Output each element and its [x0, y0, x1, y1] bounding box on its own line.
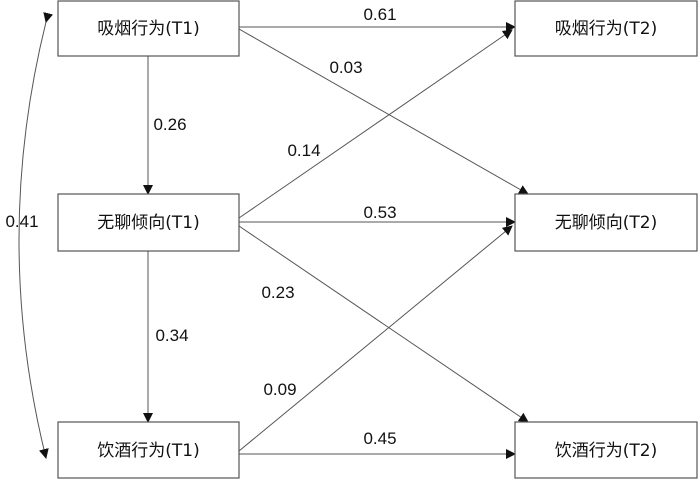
node-label: 无聊倾向(T2) — [555, 213, 657, 233]
node-label: 饮酒行为(T2) — [555, 441, 657, 461]
correlation-boredom-drinking-t1: 0.34 — [155, 326, 188, 345]
node-label: 饮酒行为(T1) — [97, 441, 199, 461]
node-drinking-t1: 饮酒行为(T1) — [57, 421, 240, 479]
path-line-drinking-t1-to-boredom-t2 — [238, 225, 513, 452]
node-label: 吸烟行为(T1) — [97, 19, 199, 39]
coefficient-boredom-t1-to-smoking-t2: 0.14 — [287, 141, 320, 160]
coefficient-smoking-t1-to-smoking-t2: 0.61 — [363, 5, 396, 24]
node-smoking-t1: 吸烟行为(T1) — [57, 0, 240, 57]
coefficient-boredom-t1-to-boredom-t2: 0.53 — [363, 203, 396, 222]
path-line-boredom-t1-to-drinking-t2 — [238, 225, 529, 423]
correlation-curve-smoking-drinking-t1 — [18, 12, 54, 459]
node-smoking-t2: 吸烟行为(T2) — [514, 0, 698, 57]
node-boredom-t1: 无聊倾向(T1) — [57, 193, 240, 252]
node-drinking-t2: 饮酒行为(T2) — [514, 421, 698, 479]
node-label: 无聊倾向(T1) — [97, 213, 199, 233]
path-line-smoking-t1-to-boredom-t2 — [238, 28, 529, 195]
correlation-smoking-boredom-t1: 0.26 — [153, 115, 186, 134]
coefficient-drinking-t1-to-drinking-t2: 0.45 — [363, 429, 396, 448]
coefficient-drinking-t1-to-boredom-t2: 0.09 — [263, 380, 296, 399]
path-line-boredom-t1-to-smoking-t2 — [238, 29, 513, 219]
node-label: 吸烟行为(T2) — [555, 19, 657, 39]
correlation-smoking-drinking-t1: 0.41 — [5, 212, 38, 231]
node-boredom-t2: 无聊倾向(T2) — [514, 193, 698, 252]
coefficient-smoking-t1-to-boredom-t2: 0.03 — [329, 58, 362, 77]
coefficient-boredom-t1-to-drinking-t2: 0.23 — [261, 283, 294, 302]
